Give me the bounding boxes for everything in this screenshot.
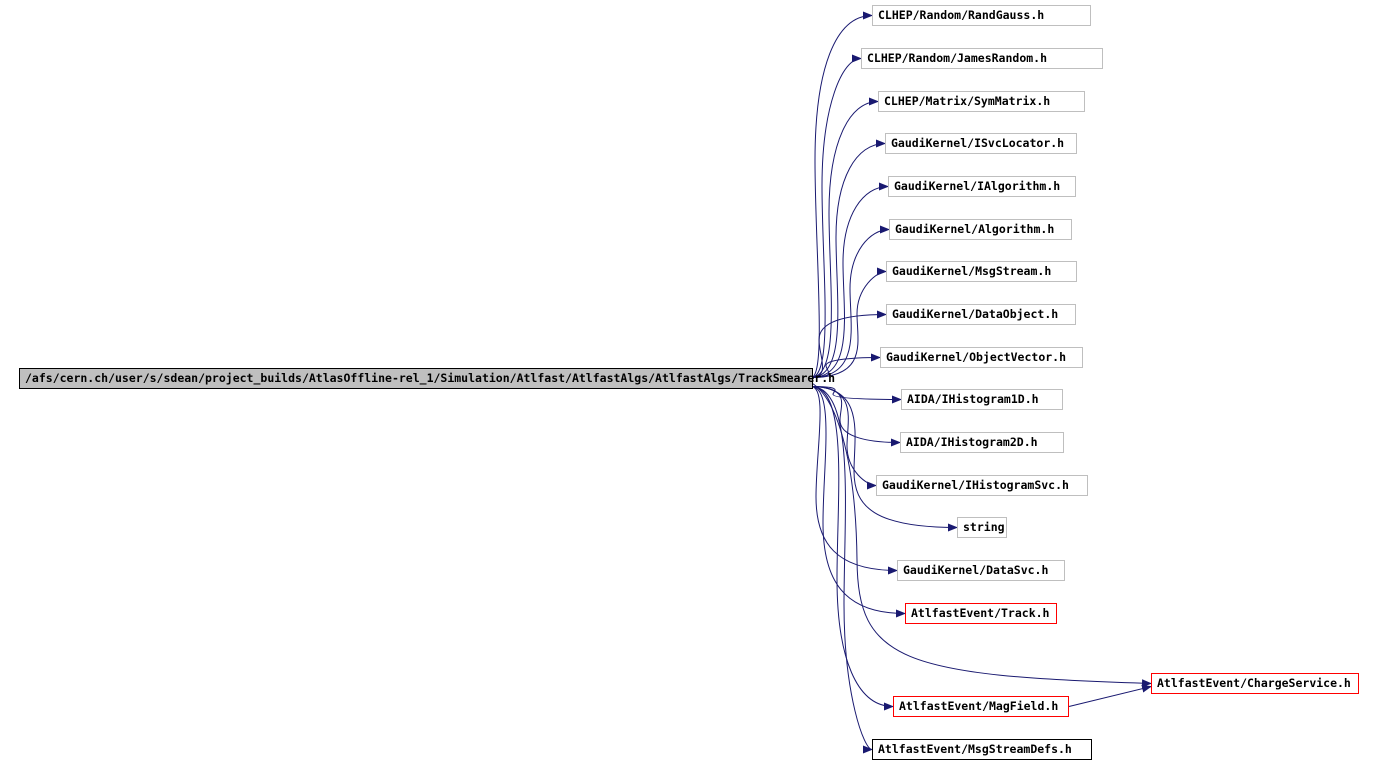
node-magfield[interactable]: AtlfastEvent/MagField.h — [893, 696, 1069, 717]
node-algorithm[interactable]: GaudiKernel/Algorithm.h — [889, 219, 1072, 240]
node-track[interactable]: AtlfastEvent/Track.h — [905, 603, 1057, 624]
node-ialgorithm[interactable]: GaudiKernel/IAlgorithm.h — [888, 176, 1076, 197]
edge-magfield-to-chargeservice — [1068, 684, 1152, 707]
edge-root-to-chargeservice — [810, 382, 1152, 688]
edge-root-to-track — [810, 386, 906, 618]
node-objectvector[interactable]: GaudiKernel/ObjectVector.h — [880, 347, 1083, 368]
edge-root-to-datasvc — [810, 386, 898, 575]
node-chargeservice[interactable]: AtlfastEvent/ChargeService.h — [1151, 673, 1359, 694]
node-jamesrandom[interactable]: CLHEP/Random/JamesRandom.h — [861, 48, 1103, 69]
edge-root-to-dataobject — [810, 310, 887, 378]
edge-root-to-string — [810, 386, 958, 532]
edge-root-to-ialgorithm — [810, 182, 889, 378]
edge-root-to-symmatrix — [810, 97, 879, 378]
edge-root-to-jamesrandom — [810, 54, 862, 378]
node-ihistogram2d[interactable]: AIDA/IHistogram2D.h — [900, 432, 1064, 453]
node-datasvc[interactable]: GaudiKernel/DataSvc.h — [897, 560, 1065, 581]
edge-root-to-magfield — [810, 386, 894, 711]
edge-root-to-isvclocator — [810, 139, 886, 378]
node-msgstream[interactable]: GaudiKernel/MsgStream.h — [886, 261, 1077, 282]
edge-root-to-objectvector — [810, 353, 881, 378]
node-dataobject[interactable]: GaudiKernel/DataObject.h — [886, 304, 1076, 325]
node-ihistogramsvc[interactable]: GaudiKernel/IHistogramSvc.h — [876, 475, 1088, 496]
node-string[interactable]: string — [957, 517, 1007, 538]
node-symmatrix[interactable]: CLHEP/Matrix/SymMatrix.h — [878, 91, 1085, 112]
edge-root-to-ihisto1d — [810, 386, 902, 404]
edge-root-to-ihistosvc — [810, 386, 877, 490]
root-file-node[interactable]: /afs/cern.ch/user/s/sdean/project_builds… — [19, 368, 835, 389]
node-randgauss[interactable]: CLHEP/Random/RandGauss.h — [872, 5, 1091, 26]
node-ihistogram1d[interactable]: AIDA/IHistogram1D.h — [901, 389, 1063, 410]
edge-root-to-msgstreamdefs — [810, 386, 873, 754]
edge-root-to-algorithm — [810, 225, 890, 378]
edge-root-to-msgstream — [810, 267, 887, 378]
node-msgstreamdefs[interactable]: AtlfastEvent/MsgStreamDefs.h — [872, 739, 1092, 760]
node-isvclocator[interactable]: GaudiKernel/ISvcLocator.h — [885, 133, 1077, 154]
edge-root-to-randgauss — [810, 11, 873, 378]
